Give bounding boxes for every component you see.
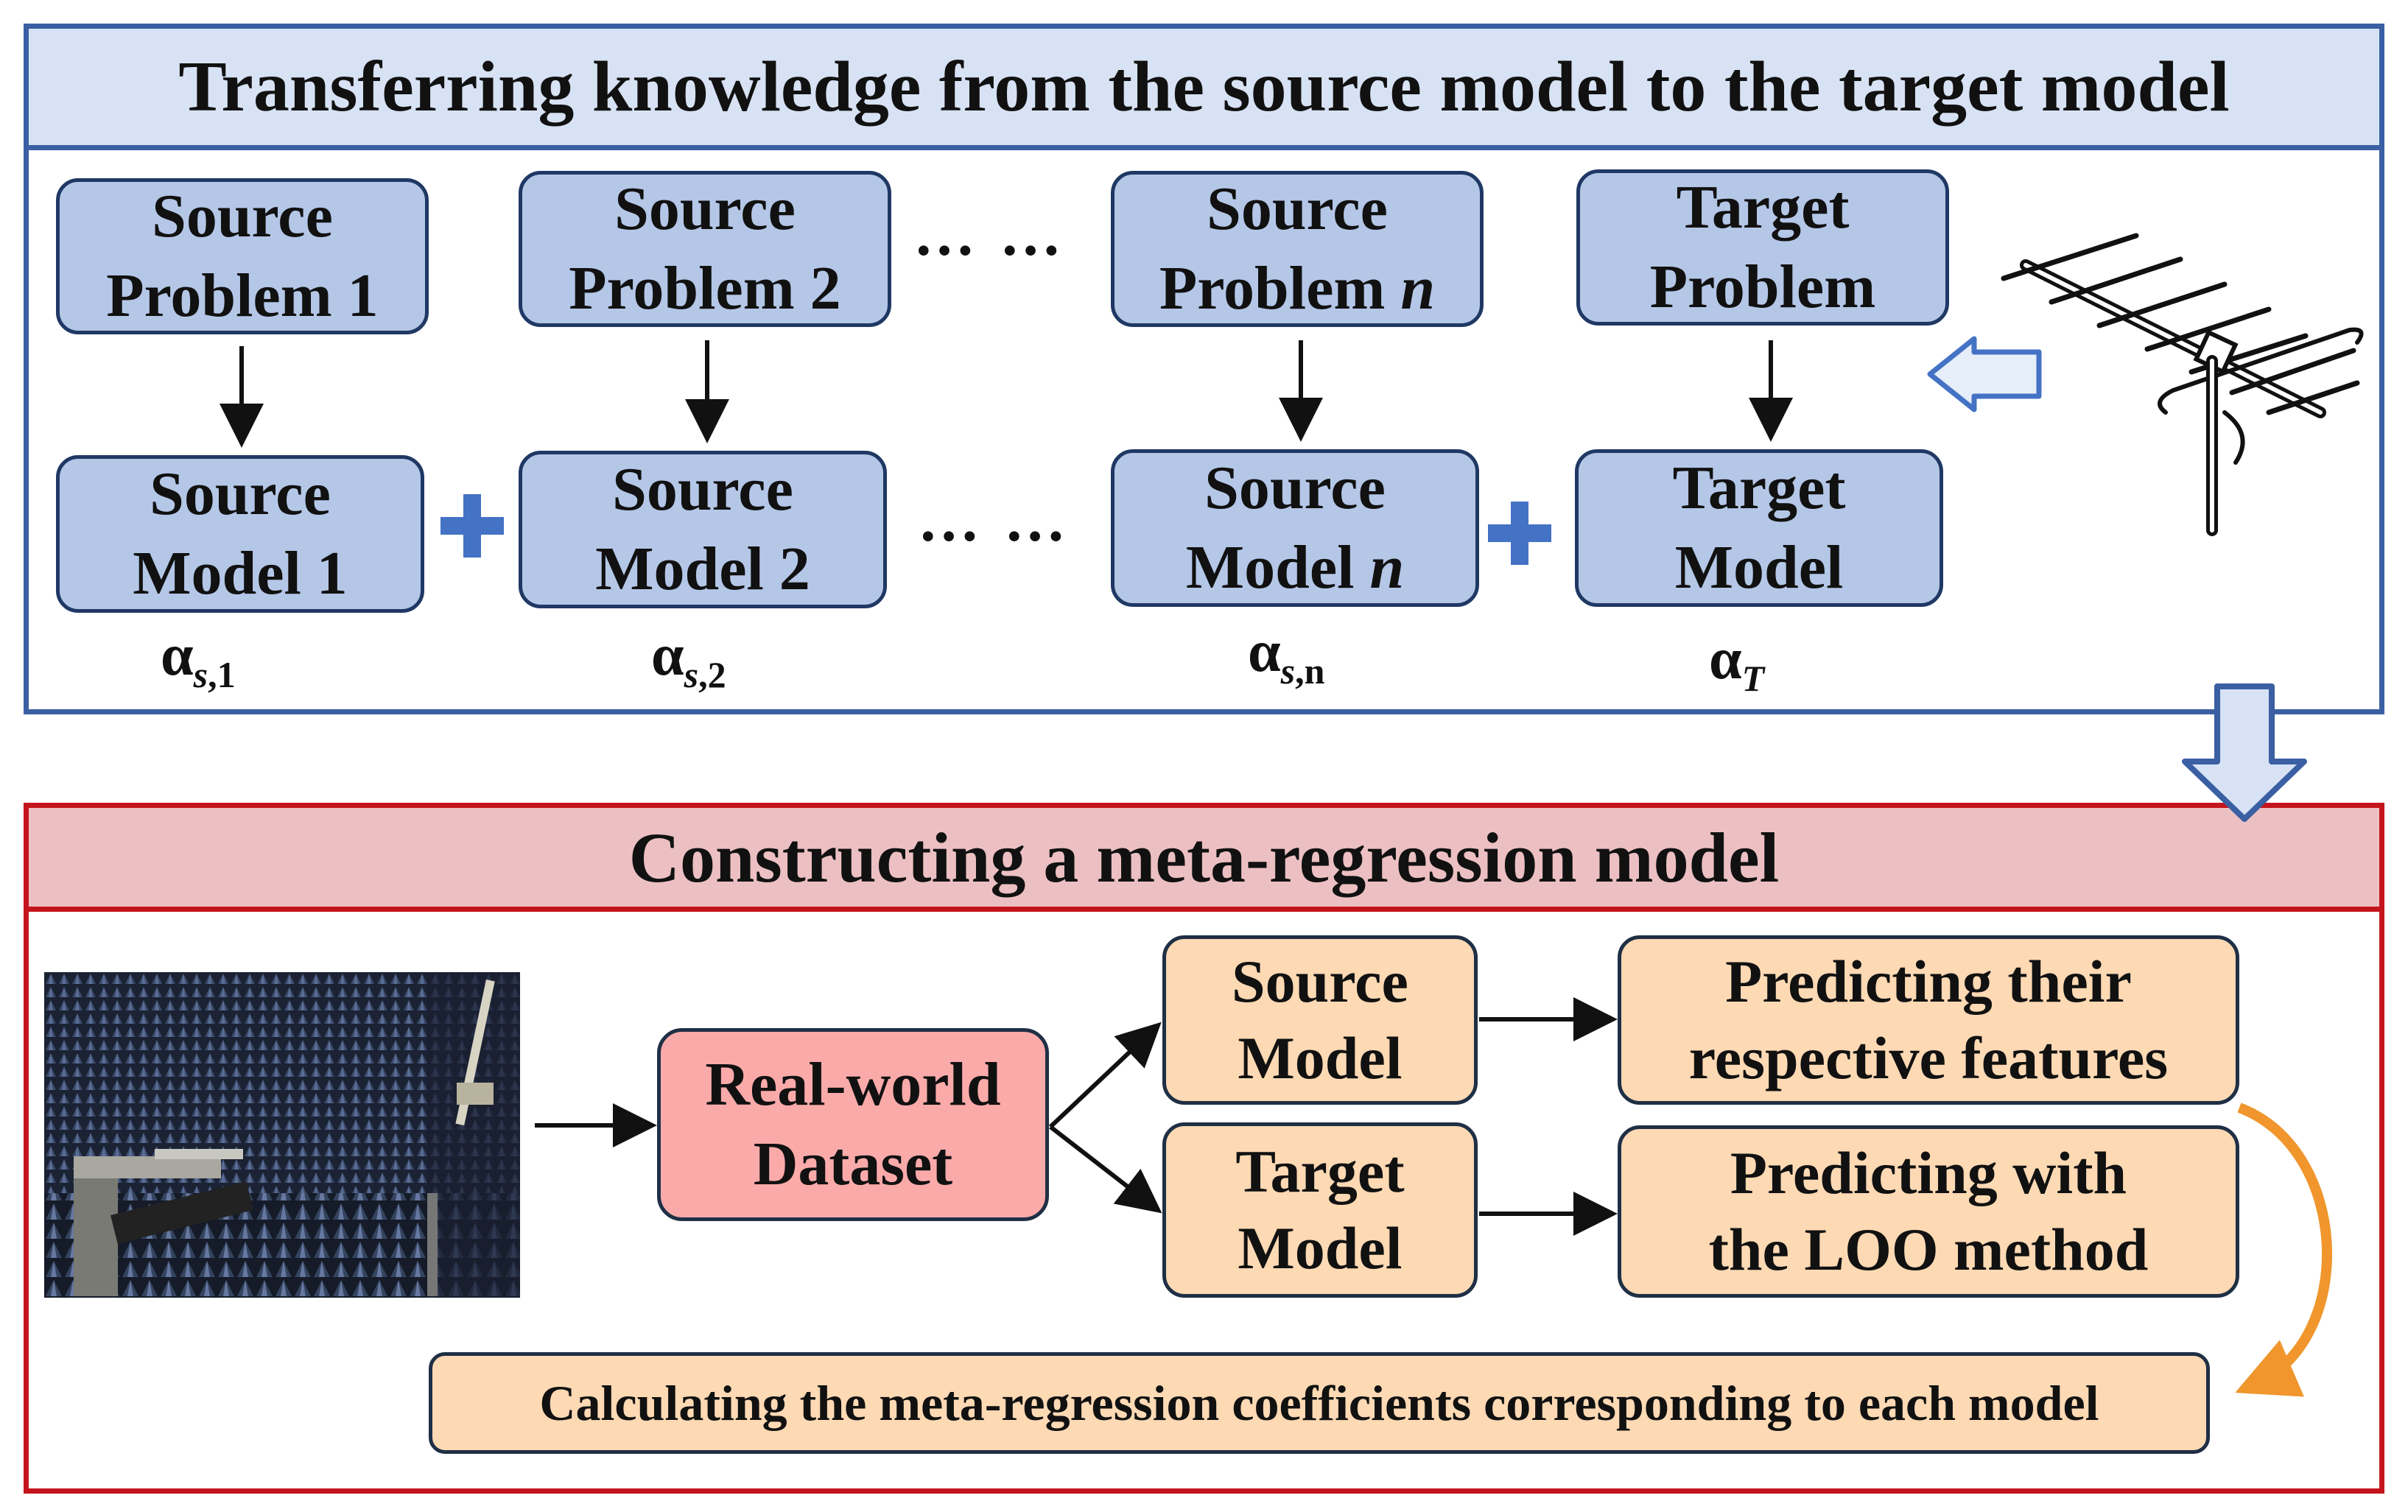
arrow-dataset-source: [1048, 1022, 1162, 1129]
alpha-sub-rest: ,n: [1295, 650, 1325, 692]
box-line: Model: [1238, 1214, 1403, 1281]
alpha-sub-italic: s: [1280, 650, 1296, 692]
alpha-symbol: α: [1248, 619, 1281, 684]
source-model-n-box: Source Model n: [1111, 449, 1479, 607]
arrow-dataset-target: [1049, 1125, 1162, 1214]
alpha-s2-label: αs,2: [651, 622, 726, 696]
source-model-2-box: Source Model 2: [519, 451, 887, 608]
alpha-symbol: α: [651, 623, 684, 688]
alpha-sub-rest: ,1: [208, 654, 236, 695]
alpha-sub-italic: T: [1741, 658, 1765, 699]
meta-regression-panel-title: Constructing a meta-regression model: [24, 803, 2384, 912]
meta-title-text: Constructing a meta-regression model: [628, 817, 1780, 897]
box-line: Target: [1672, 454, 1846, 522]
box-line: Model: [1238, 1024, 1403, 1091]
box-line: Problem n: [1159, 249, 1435, 328]
box-line-prefix: Model: [1185, 533, 1370, 602]
alpha-s1-label: αs,1: [161, 622, 236, 696]
source-problem-1-box: Source Problem 1: [56, 178, 429, 334]
chamber-image: [44, 972, 520, 1298]
box-line-prefix: Problem: [1159, 254, 1401, 323]
box-line: Source: [1232, 948, 1408, 1015]
predict-features-box: Predicting their respective features: [1618, 935, 2239, 1105]
box-line: Model 2: [595, 535, 810, 603]
box-line: respective features: [1688, 1024, 2169, 1091]
box-line: Real-world: [705, 1050, 1001, 1119]
calculate-coefficients-box: Calculating the meta-regression coeffici…: [429, 1352, 2210, 1454]
box-line: Source: [152, 182, 333, 250]
box-line: Source: [612, 455, 793, 524]
alpha-sn-label: αs,n: [1248, 619, 1324, 692]
ellipsis-problems: … …: [913, 200, 1066, 269]
source-problem-2-box: Source Problem 2: [519, 171, 891, 327]
alpha-symbol: α: [161, 623, 194, 688]
box-line: Source: [1204, 454, 1386, 522]
anechoic-chamber-photo: [44, 972, 520, 1298]
transfer-panel-title: Transferring knowledge from the source m…: [24, 24, 2384, 150]
box-line-italic: n: [1400, 254, 1436, 323]
box-line: Dataset: [753, 1130, 953, 1198]
predict-loo-box: Predicting with the LOO method: [1618, 1125, 2239, 1298]
box-line: Model: [1674, 533, 1844, 602]
source-model-1-box: Source Model 1: [56, 455, 424, 613]
hollow-down-arrow-icon: [2182, 683, 2307, 822]
box-line: Predicting with: [1730, 1139, 2127, 1206]
alpha-t-label: αT: [1709, 626, 1764, 700]
meta-target-model-box: Target Model: [1162, 1122, 1478, 1298]
box-line: Problem 2: [569, 254, 841, 323]
target-model-box: Target Model: [1575, 449, 1943, 607]
box-line: Problem 1: [106, 261, 379, 330]
antenna-icon: [2001, 233, 2364, 536]
real-world-dataset-box: Real-world Dataset: [657, 1028, 1049, 1221]
box-line: Predicting their: [1725, 948, 2132, 1015]
calc-text: Calculating the meta-regression coeffici…: [539, 1374, 2099, 1431]
box-line: Source: [614, 175, 796, 243]
box-line: Model 1: [133, 539, 348, 608]
transfer-title-text: Transferring knowledge from the source m…: [178, 47, 2230, 127]
box-line: the LOO method: [1708, 1216, 2149, 1283]
source-problem-n-box: Source Problem n: [1111, 171, 1484, 327]
box-line-italic: n: [1369, 533, 1405, 602]
box-line: Problem: [1649, 253, 1876, 321]
alpha-sub-italic: s: [684, 654, 699, 695]
alpha-symbol: α: [1709, 627, 1742, 692]
alpha-sub-italic: s: [193, 654, 208, 695]
plus-icon: [440, 494, 504, 558]
target-problem-box: Target Problem: [1576, 169, 1949, 326]
box-line: Target: [1676, 173, 1850, 242]
plus-icon: [1488, 502, 1551, 565]
box-line: Target: [1235, 1138, 1405, 1205]
box-line: Model n: [1186, 528, 1404, 608]
meta-source-model-box: Source Model: [1162, 935, 1478, 1105]
hollow-left-arrow-icon: [1927, 336, 2042, 412]
ellipsis-models: … …: [918, 486, 1070, 555]
curved-orange-arrow-icon: [2235, 1103, 2332, 1397]
alpha-sub-rest: ,2: [698, 654, 726, 695]
box-line: Source: [150, 460, 331, 528]
box-line: Source: [1207, 175, 1388, 243]
